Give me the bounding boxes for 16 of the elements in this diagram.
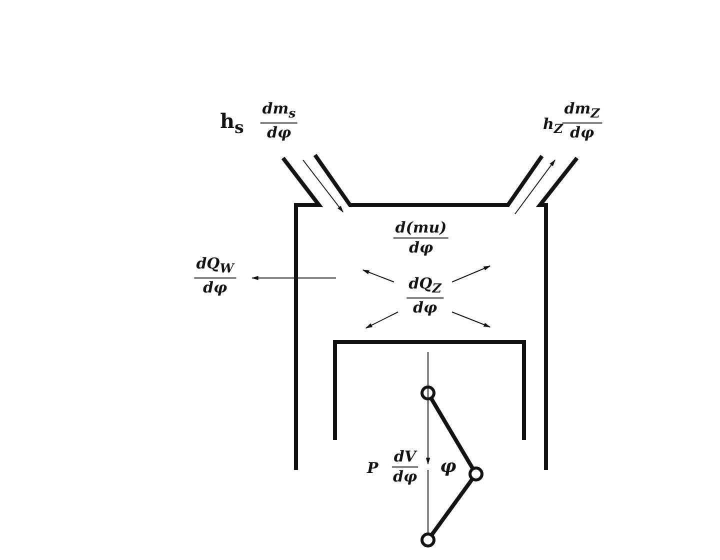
math-symbol: h$_{Z}$ [543,115,564,138]
fraction-numerator: dQ$_{W}$ [194,254,236,278]
angle-symbol: φ [440,458,456,476]
fraction-denominator: dφ [408,238,434,258]
fraction-numerator: dQ$_{Z}$ [406,274,444,298]
fraction-numerator: dm$_{s}$ [260,100,298,124]
fraction-numerator: dV [392,448,418,468]
fraction-denominator: dφ [202,278,228,298]
math-symbol: P [367,459,378,477]
fraction-denominator: dφ [392,468,418,486]
fraction-numerator: d(mu) [393,218,449,238]
math-symbol: h$_{s}$ [220,112,244,136]
fraction-denominator: dφ [568,124,596,142]
fraction-denominator: dφ [412,298,438,318]
fraction-denominator: dφ [266,124,292,142]
fraction-numerator: dm$_{Z}$ [562,100,602,124]
